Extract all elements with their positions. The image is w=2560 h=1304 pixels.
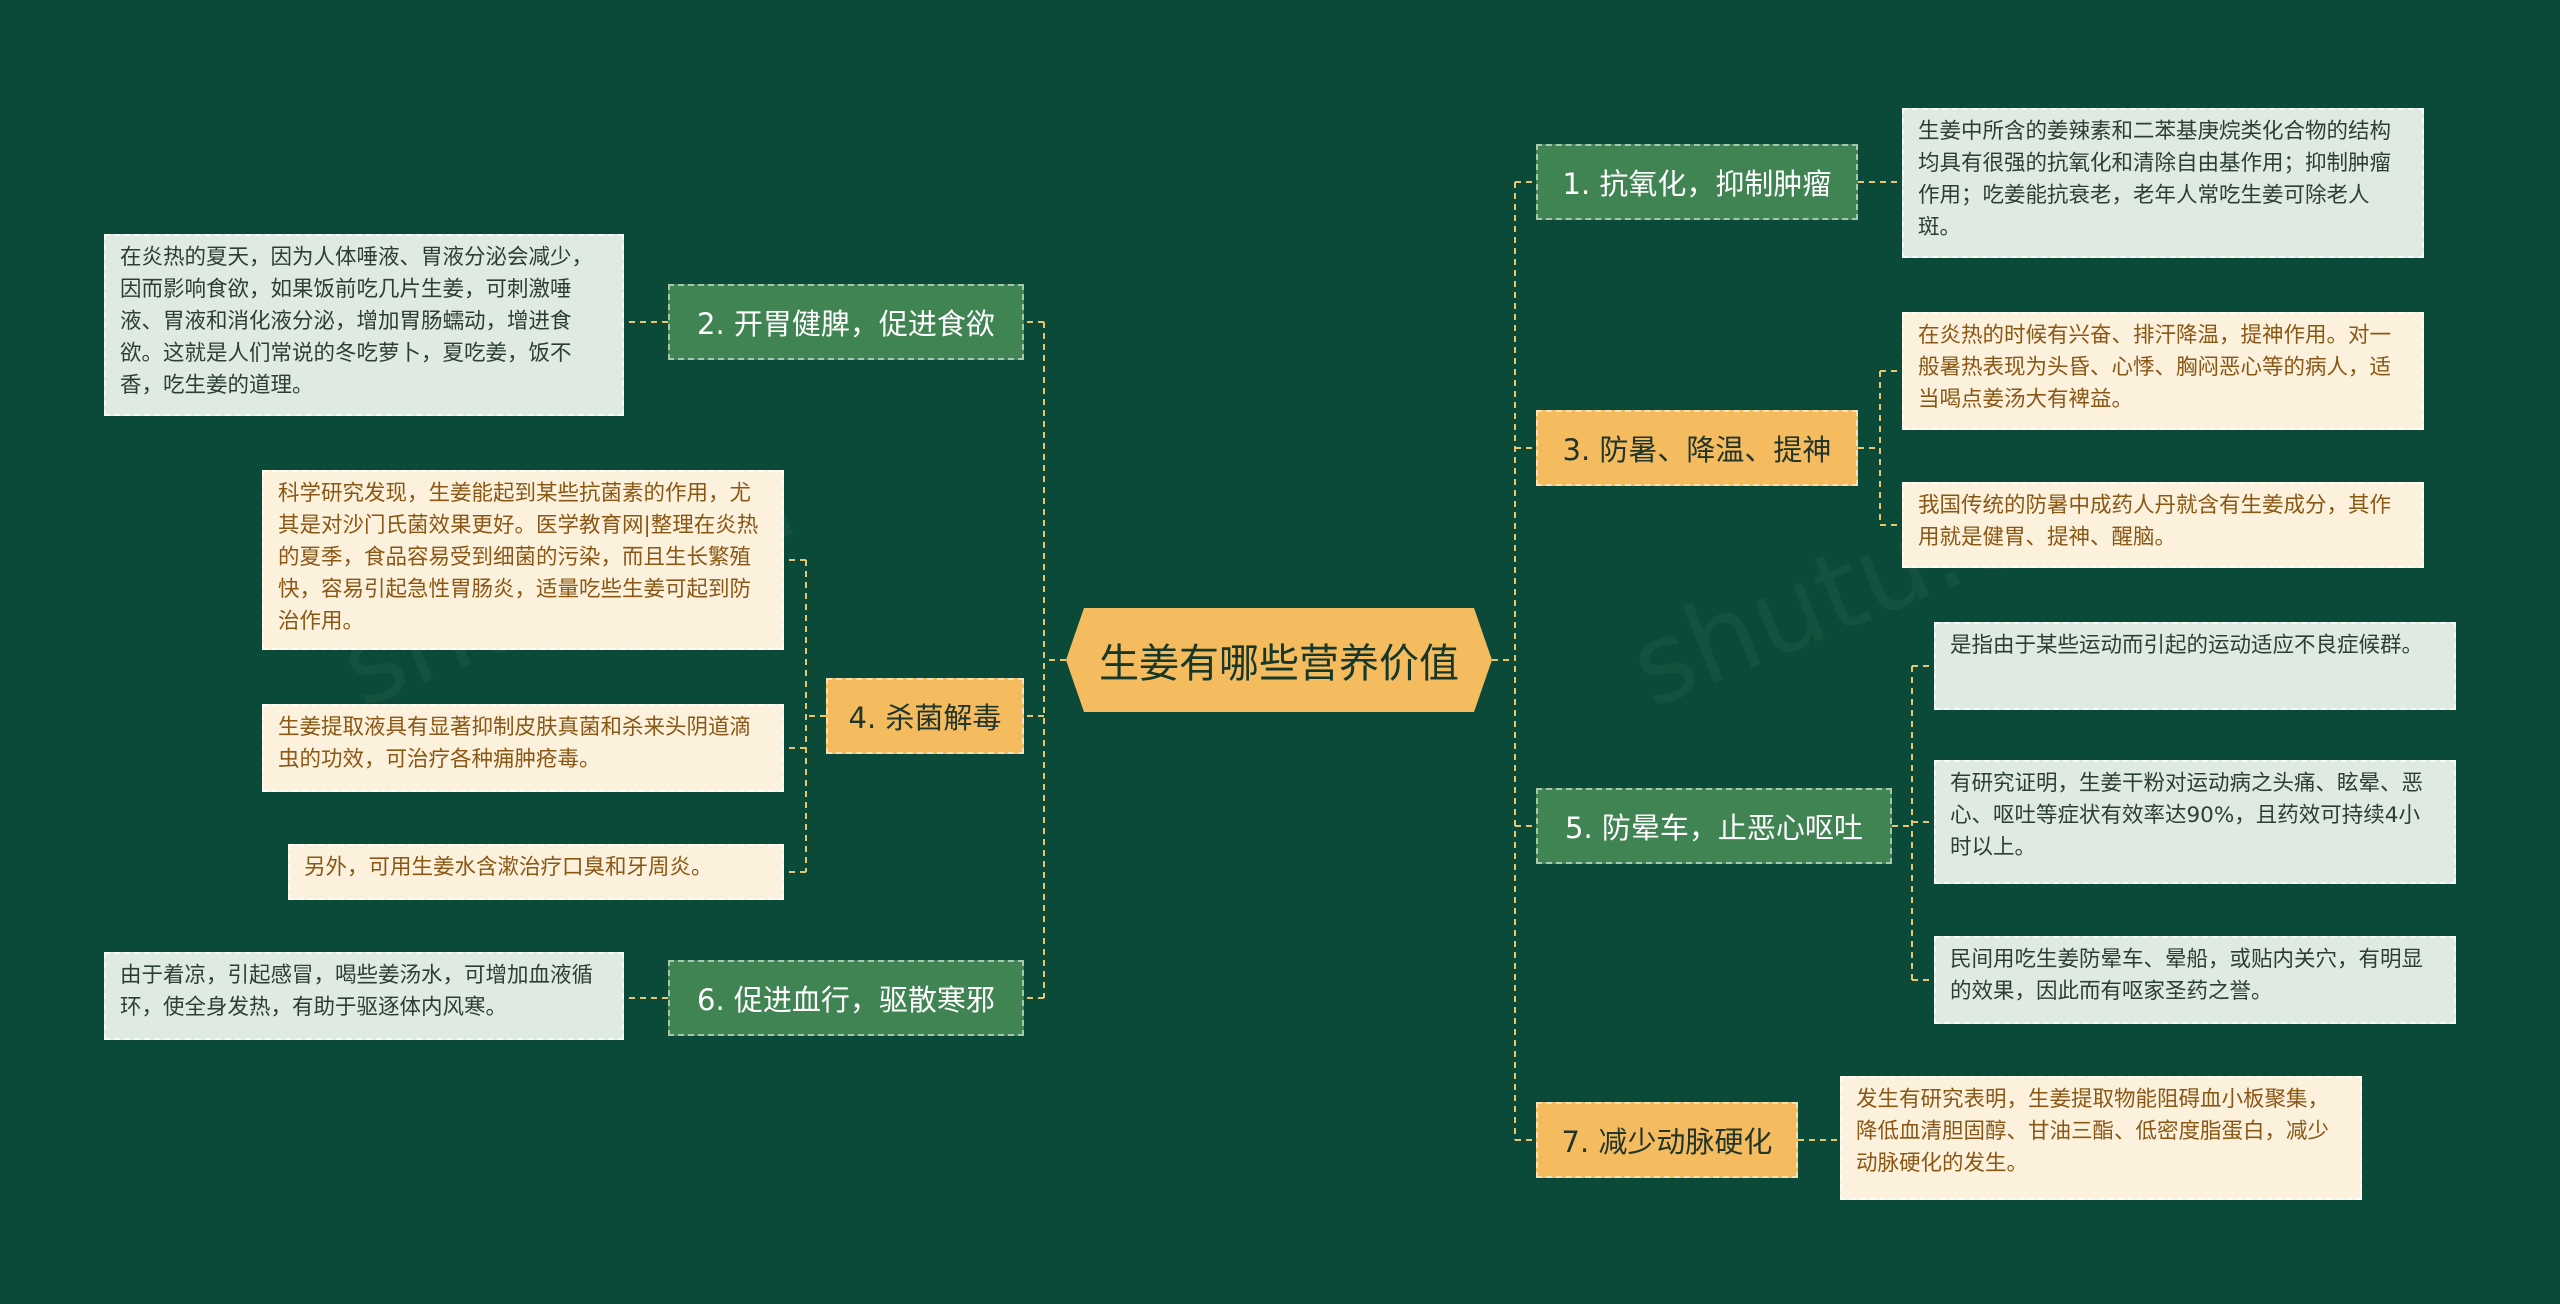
leaf-appetite-1: 在炎热的夏天，因为人体唾液、胃液分泌会减少，因而影响食欲，如果饭前吃几片生姜，可… (104, 234, 624, 416)
leaf-antibacterial-3: 另外，可用生姜水含漱治疗口臭和牙周炎。 (288, 844, 784, 900)
leaf-arteriosclerosis-1: 发生有研究表明，生姜提取物能阻碍血小板聚集，降低血清胆固醇、甘油三酯、低密度脂蛋… (1840, 1076, 2362, 1200)
leaf-heatstroke-1: 在炎热的时候有兴奋、排汗降温，提神作用。对一般暑热表现为头昏、心悸、胸闷恶心等的… (1902, 312, 2424, 430)
leaf-motion-sickness-1: 是指由于某些运动而引起的运动适应不良症候群。 (1934, 622, 2456, 710)
leaf-antibacterial-1: 科学研究发现，生姜能起到某些抗菌素的作用，尤其是对沙门氏菌效果更好。医学教育网|… (262, 470, 784, 650)
branch-antioxidant[interactable]: 1. 抗氧化，抑制肿瘤 (1536, 144, 1858, 220)
branch-appetite[interactable]: 2. 开胃健脾，促进食欲 (668, 284, 1024, 360)
branch-motion-sickness[interactable]: 5. 防晕车，止恶心呕吐 (1536, 788, 1892, 864)
leaf-circulation-1: 由于着凉，引起感冒，喝些姜汤水，可增加血液循环，使全身发热，有助于驱逐体内风寒。 (104, 952, 624, 1040)
root-node[interactable]: 生姜有哪些营养价值 (1066, 608, 1492, 712)
branch-heatstroke[interactable]: 3. 防暑、降温、提神 (1536, 410, 1858, 486)
leaf-antibacterial-2: 生姜提取液具有显著抑制皮肤真菌和杀来头阴道滴虫的功效，可治疗各种痈肿疮毒。 (262, 704, 784, 792)
leaf-motion-sickness-2: 有研究证明，生姜干粉对运动病之头痛、眩晕、恶心、呕吐等症状有效率达90%，且药效… (1934, 760, 2456, 884)
leaf-antioxidant-1: 生姜中所含的姜辣素和二苯基庚烷类化合物的结构均具有很强的抗氧化和清除自由基作用；… (1902, 108, 2424, 258)
branch-antibacterial[interactable]: 4. 杀菌解毒 (826, 678, 1024, 754)
leaf-heatstroke-2: 我国传统的防暑中成药人丹就含有生姜成分，其作用就是健胃、提神、醒脑。 (1902, 482, 2424, 568)
branch-arteriosclerosis[interactable]: 7. 减少动脉硬化 (1536, 1102, 1798, 1178)
branch-circulation[interactable]: 6. 促进血行，驱散寒邪 (668, 960, 1024, 1036)
leaf-motion-sickness-3: 民间用吃生姜防晕车、晕船，或贴内关穴，有明显的效果，因此而有呕家圣药之誉。 (1934, 936, 2456, 1024)
